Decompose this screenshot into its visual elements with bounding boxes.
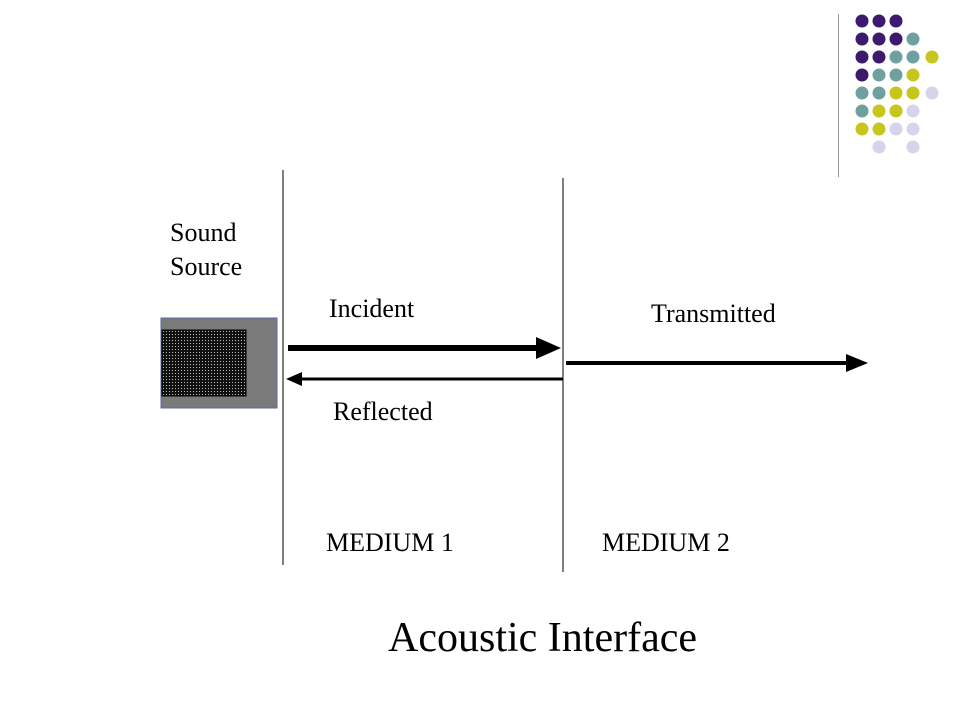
decorative-dot [855, 14, 869, 28]
reflected-arrow [286, 372, 563, 386]
decorative-dot [889, 14, 903, 28]
page-title: Acoustic Interface [388, 615, 697, 661]
sound-source-label: Sound Source [170, 218, 243, 281]
decorative-dot [855, 86, 869, 100]
decorative-dot [906, 122, 920, 136]
decorative-dot [925, 86, 939, 100]
decorative-dot [872, 122, 886, 136]
decorative-dot [855, 32, 869, 46]
decorative-dot [906, 32, 920, 46]
decorative-dot [872, 14, 886, 28]
decorative-dot [906, 140, 920, 154]
decorative-dot [906, 104, 920, 118]
incident-arrow [288, 337, 561, 359]
decorative-dot [889, 104, 903, 118]
decorative-dot [872, 140, 886, 154]
sound-source-box [160, 317, 278, 409]
decorative-dot [872, 86, 886, 100]
decorative-dot [872, 104, 886, 118]
decorative-dot [889, 50, 903, 64]
transmitted-label: Transmitted [651, 299, 776, 328]
decorative-dot [872, 32, 886, 46]
reflected-label: Reflected [333, 397, 433, 426]
decorative-dot [872, 50, 886, 64]
decorative-dot [889, 32, 903, 46]
incident-label: Incident [329, 294, 415, 323]
decorative-dot [855, 68, 869, 82]
decorative-dot [855, 122, 869, 136]
decorative-dot [855, 50, 869, 64]
medium-1-label: MEDIUM 1 [326, 528, 454, 557]
decorative-dot [906, 86, 920, 100]
decorative-dot [855, 104, 869, 118]
decorative-dot [889, 86, 903, 100]
decorative-dot-grid [838, 14, 939, 177]
decorative-dot [925, 50, 939, 64]
decorative-dot [889, 122, 903, 136]
medium-2-label: MEDIUM 2 [602, 528, 730, 557]
decorative-dot [906, 50, 920, 64]
decorative-dot [872, 68, 886, 82]
decorative-dot [889, 68, 903, 82]
transmitted-arrow [566, 354, 868, 372]
decorative-dot [906, 68, 920, 82]
